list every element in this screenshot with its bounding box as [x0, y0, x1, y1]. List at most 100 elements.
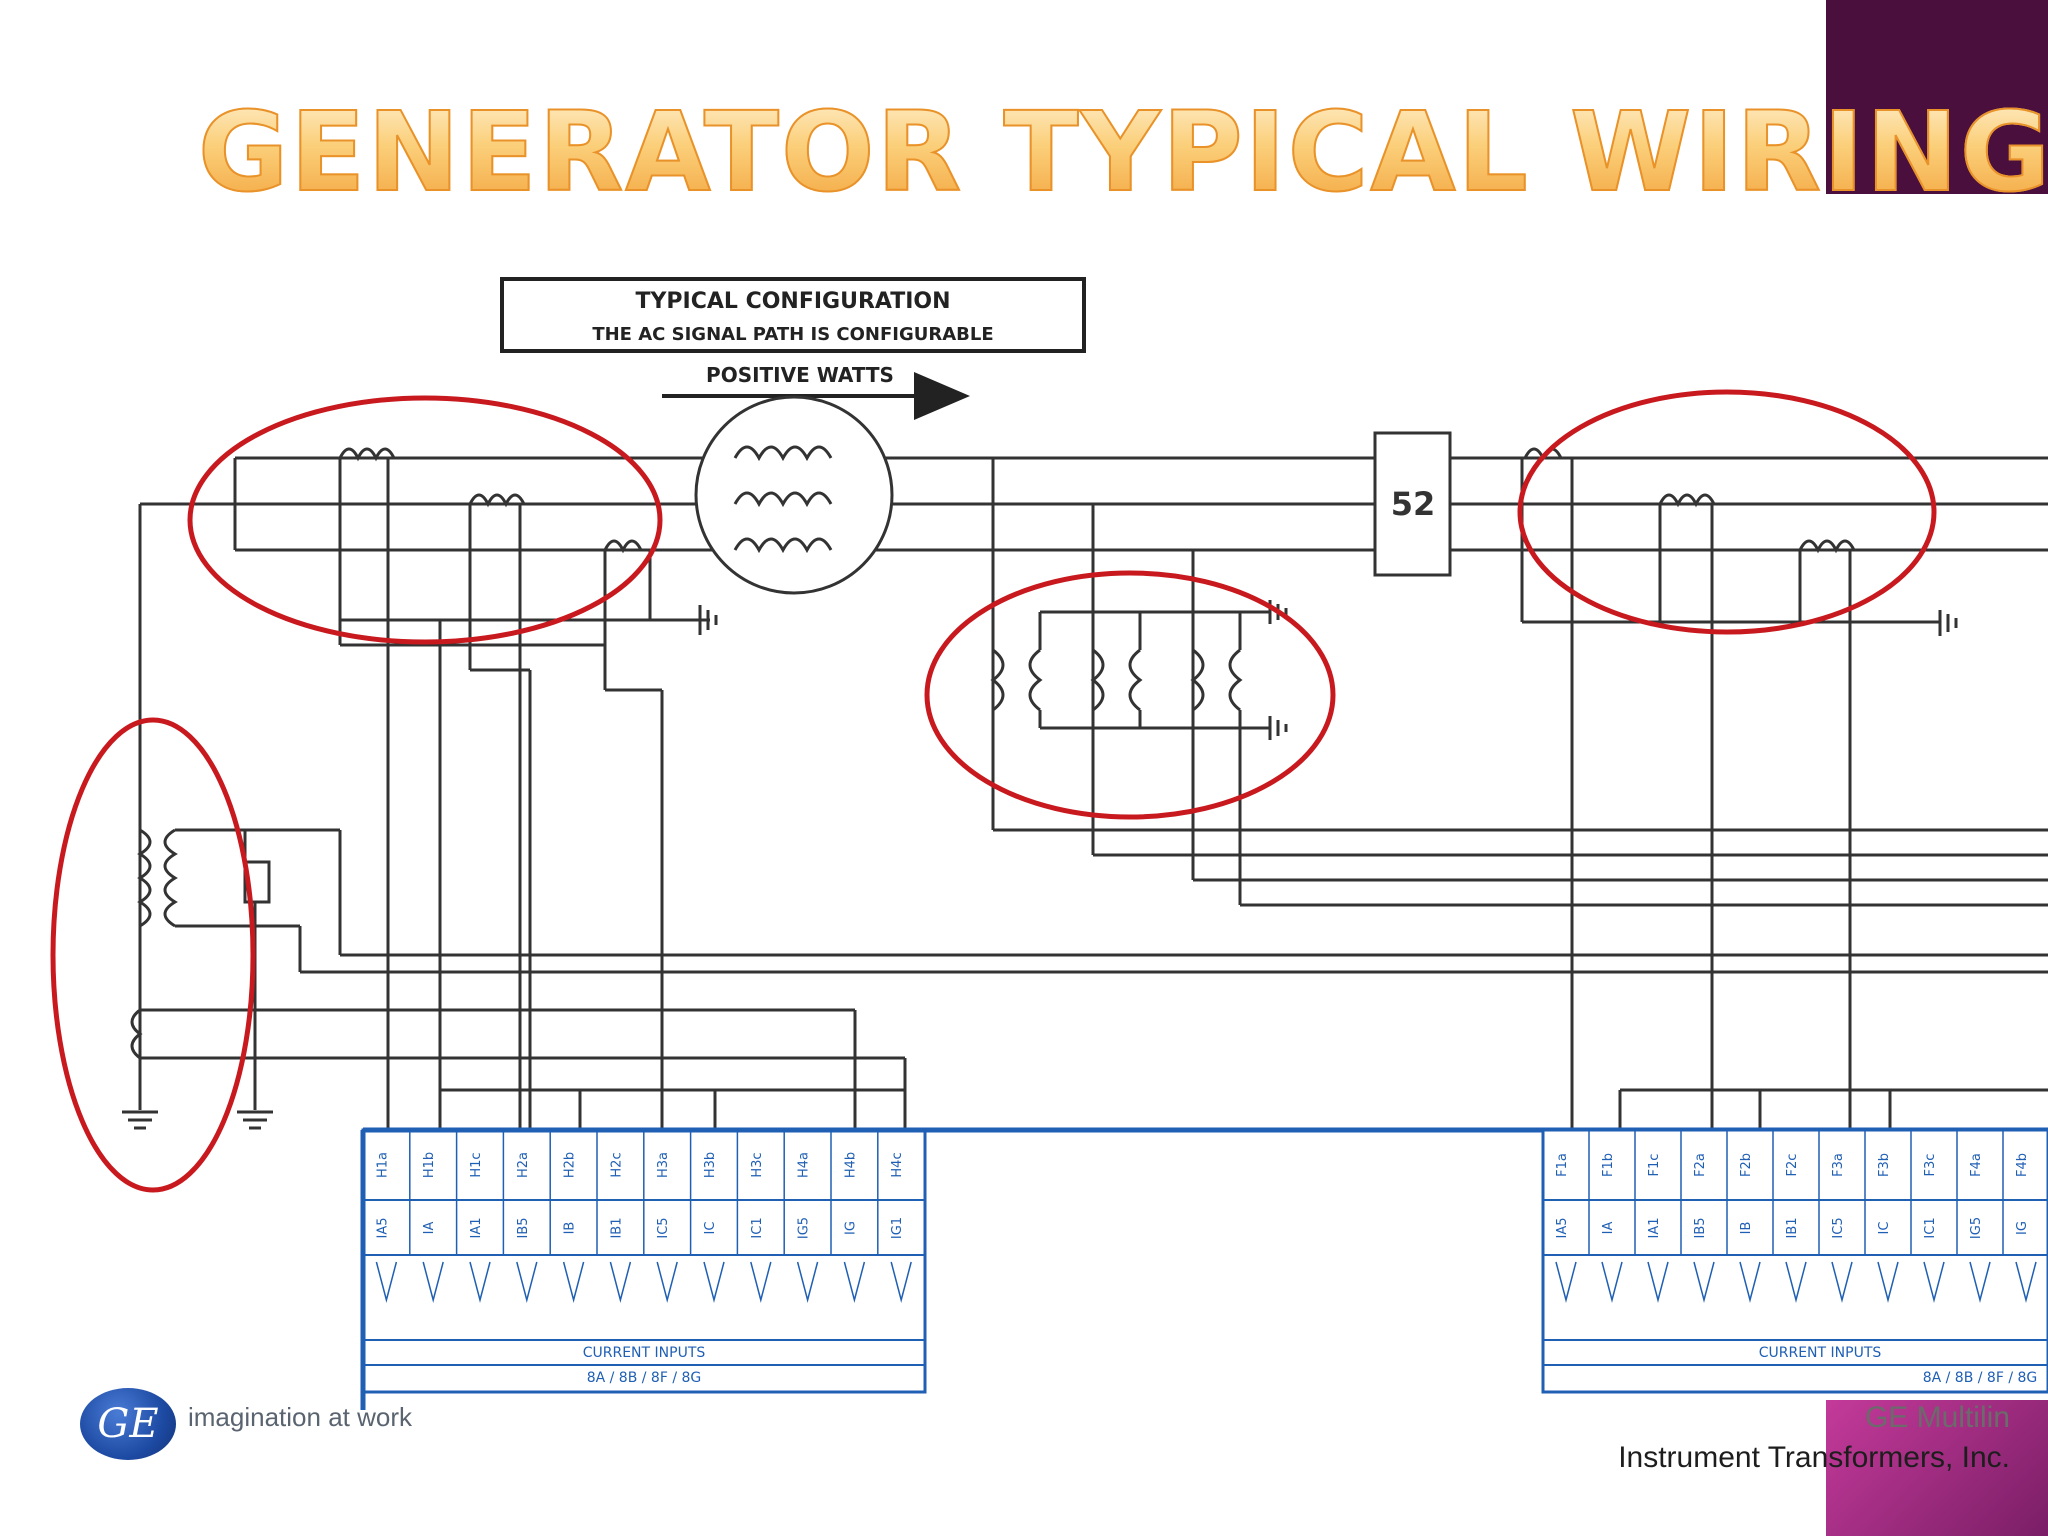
right-terminal-symbol — [1923, 1261, 1945, 1303]
left-footer-line2: 8A / 8B / 8F / 8G — [587, 1370, 702, 1386]
right-terminal-bottom-label: IB1 — [1785, 1217, 1800, 1238]
breaker-52: 52 — [1373, 431, 1452, 577]
right-terminal-block: F1aIA5F1bIAF1cIA1F2aIB5F2bIBF2cIB1F3aIC5… — [1541, 1128, 2048, 1394]
config-box: TYPICAL CONFIGURATION THE AC SIGNAL PATH… — [500, 277, 1086, 353]
ground-left-ct — [698, 605, 718, 635]
right-terminal-symbol — [2015, 1261, 2037, 1303]
right-terminal-bottom-label: IC5 — [1831, 1217, 1846, 1238]
right-terminal-top-label: F3a — [1831, 1153, 1846, 1177]
highlight-left-cts — [187, 395, 663, 645]
left-terminal-symbol — [703, 1261, 725, 1303]
right-terminal-symbol — [1693, 1261, 1715, 1303]
right-terminal-top-label: F1b — [1601, 1153, 1616, 1177]
generator-symbol — [694, 395, 894, 595]
right-terminal-symbol — [1785, 1261, 1807, 1303]
left-terminal-symbol — [609, 1261, 632, 1303]
left-terminal-symbol — [469, 1261, 491, 1303]
left-terminal-bottom-label: IC1 — [750, 1217, 765, 1238]
breaker-label: 52 — [1391, 485, 1436, 523]
ground-right-ct — [1938, 610, 1958, 636]
right-terminal-bottom-label: IB5 — [1693, 1217, 1708, 1238]
left-terminal-bottom-label: IB — [563, 1222, 578, 1235]
left-terminal-symbol — [656, 1261, 678, 1303]
highlight-right-cts — [1517, 389, 1937, 635]
ground-neutral — [122, 1110, 273, 1130]
left-terminal-top-label: H3a — [656, 1152, 671, 1178]
right-terminal-top-label: F1c — [1647, 1154, 1662, 1177]
left-terminal-symbol — [750, 1261, 772, 1303]
right-terminal-symbol — [1739, 1261, 1761, 1303]
right-footer-line2: 8A / 8B / 8F / 8G — [1923, 1370, 2038, 1386]
left-terminal-bottom-label: IG5 — [797, 1217, 812, 1239]
right-terminal-bottom-label: IA1 — [1647, 1218, 1662, 1239]
left-terminal-symbol — [516, 1261, 538, 1303]
left-terminal-top-label: H4b — [843, 1152, 858, 1178]
left-terminal-top-label: H4a — [797, 1152, 812, 1178]
slide-title: Generator Typical Wiring — [197, 87, 2048, 217]
right-terminal-symbol — [1969, 1261, 1991, 1303]
right-terminal-symbol — [1555, 1261, 1577, 1303]
right-terminal-bottom-label: IA — [1601, 1222, 1616, 1235]
right-terminal-bottom-label: IC — [1877, 1222, 1892, 1235]
left-terminal-top-label: H1c — [469, 1152, 484, 1177]
right-terminal-symbol — [1831, 1261, 1853, 1303]
left-current-transformers — [338, 447, 710, 1135]
left-terminal-symbol — [843, 1261, 866, 1303]
config-subtitle: THE AC SIGNAL PATH IS CONFIGURABLE — [592, 324, 993, 345]
company-credit: GE Multilin Instrument Transformers, Inc… — [1618, 1398, 2010, 1478]
right-terminal-symbol — [1647, 1261, 1669, 1303]
right-terminal-top-label: F2a — [1693, 1153, 1708, 1177]
left-terminal-bottom-label: IC5 — [656, 1217, 671, 1238]
right-terminal-top-label: F2c — [1785, 1154, 1800, 1177]
corner-accent-top — [1826, 0, 2048, 194]
neutral-grounding-transformer — [130, 828, 2048, 1135]
left-footer-line1: CURRENT INPUTS — [583, 1345, 706, 1361]
left-terminal-bottom-label: IA5 — [375, 1218, 390, 1239]
corner-accent-bottom — [1826, 1400, 2048, 1536]
positive-watts-label: POSITIVE WATTS — [706, 363, 894, 387]
left-terminal-top-label: H1b — [422, 1152, 437, 1178]
left-terminal-symbol — [890, 1261, 912, 1303]
right-terminal-top-label: F4b — [2015, 1153, 2030, 1177]
left-terminal-bottom-label: IC — [703, 1222, 718, 1235]
right-current-transformers — [1520, 447, 1940, 1135]
right-terminal-top-label: F1a — [1555, 1153, 1570, 1177]
right-terminal-top-label: F4a — [1969, 1153, 1984, 1177]
right-terminal-top-label: F2b — [1739, 1153, 1754, 1177]
right-terminal-top-label: F3b — [1877, 1153, 1892, 1177]
left-terminal-symbol — [375, 1261, 398, 1303]
config-title: TYPICAL CONFIGURATION — [635, 289, 950, 314]
ge-logo: GE — [80, 1388, 176, 1460]
left-terminal-top-label: H2a — [516, 1152, 531, 1178]
right-footer-line1: CURRENT INPUTS — [1759, 1345, 1882, 1361]
left-terminal-symbol — [422, 1261, 444, 1303]
tagline: imagination at work — [188, 1402, 412, 1432]
right-terminal-bottom-label: IG5 — [1969, 1217, 1984, 1239]
highlight-ellipses — [50, 389, 1937, 1193]
left-terminal-bottom-label: IA1 — [469, 1218, 484, 1239]
ground-vt — [1268, 600, 1288, 740]
left-terminal-bottom-label: IB1 — [609, 1217, 624, 1238]
right-terminal-top-label: F3c — [1923, 1154, 1938, 1177]
left-terminal-top-label: H3b — [703, 1152, 718, 1178]
right-terminal-bottom-label: IC1 — [1923, 1217, 1938, 1238]
left-terminal-top-label: H2c — [609, 1152, 624, 1177]
left-terminal-symbol — [796, 1261, 819, 1303]
right-terminal-bottom-label: IB — [1739, 1222, 1754, 1235]
company-line-1: GE Multilin — [1864, 1401, 2010, 1434]
left-terminal-bottom-label: IB5 — [516, 1217, 531, 1238]
highlight-vts — [924, 570, 1336, 820]
company-line-2: Instrument Transformers, Inc. — [1618, 1441, 2010, 1474]
left-terminal-symbol — [562, 1261, 585, 1303]
left-terminal-bottom-label: IG1 — [890, 1217, 905, 1239]
right-terminal-bottom-label: IG — [2015, 1221, 2030, 1235]
highlight-neutral — [50, 717, 256, 1193]
left-terminal-bottom-label: IA — [422, 1222, 437, 1235]
left-terminal-top-label: H4c — [890, 1152, 905, 1177]
left-terminal-top-label: H2b — [563, 1152, 578, 1178]
right-terminal-symbol — [1877, 1261, 1899, 1303]
right-terminal-symbol — [1601, 1261, 1623, 1303]
left-terminal-top-label: H1a — [375, 1152, 390, 1178]
